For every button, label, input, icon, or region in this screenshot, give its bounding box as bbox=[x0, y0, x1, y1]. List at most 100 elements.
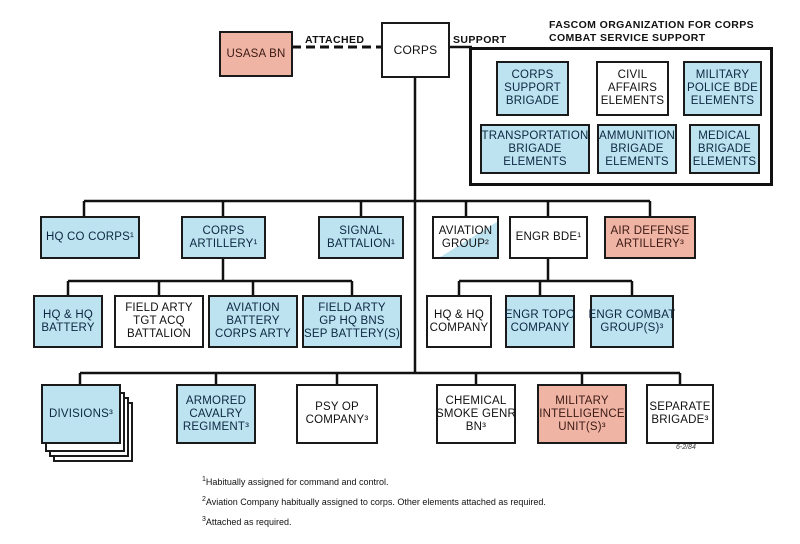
box-label-line: INTELLIGENCE bbox=[539, 407, 625, 420]
box-label-line: ARTILLERY¹ bbox=[189, 237, 258, 250]
box-label-line: ARMORED bbox=[185, 394, 247, 407]
hq-co-corps-box: HQ CO CORPS¹ bbox=[40, 216, 140, 259]
box-label-line: BATTALION bbox=[127, 328, 191, 340]
box-label-line: ELEMENTS bbox=[605, 155, 669, 168]
box-label-line: DIVISIONS³ bbox=[49, 407, 113, 420]
divisions-box: DIVISIONS³ bbox=[41, 384, 121, 444]
box-label-line: BRIGADE³ bbox=[651, 414, 709, 426]
engr-bde-box: ENGR BDE¹ bbox=[509, 216, 588, 259]
fascom-title-line-1: FASCOM ORGANIZATION FOR CORPS bbox=[549, 19, 755, 31]
box-label-line: GP HQ BNS bbox=[319, 315, 385, 327]
footnote-2: 2Aviation Company habitually assigned to… bbox=[202, 496, 546, 507]
box-label-line: TGT ACQ bbox=[133, 315, 185, 327]
box-label-line: SEP BATTERY(S) bbox=[303, 328, 401, 340]
box-label-line: CORPS bbox=[511, 69, 554, 81]
attached-label: ATTACHED bbox=[305, 34, 365, 46]
box-label-line: SUPPORT bbox=[504, 82, 561, 94]
box-label-line: ELEMENTS bbox=[503, 155, 567, 168]
fascom-group-frame bbox=[469, 47, 773, 186]
box-label-line: ENGR COMBAT bbox=[588, 308, 676, 321]
box-label-line: BRIGADE bbox=[610, 142, 664, 155]
footnote-1-text: Habitually assigned for command and cont… bbox=[205, 477, 389, 487]
box-label-line: FIELD ARTY bbox=[318, 302, 386, 314]
usasa-bn-box: USASA BN bbox=[219, 31, 293, 77]
box-label-line: COMPANY bbox=[510, 321, 570, 334]
box-label-line: ENGR BDE¹ bbox=[515, 231, 582, 243]
box-label-line: BATTALION¹ bbox=[326, 237, 396, 250]
box-label-line: ARTILLERY³ bbox=[615, 237, 685, 250]
box-label-line: COMPANY bbox=[429, 321, 489, 334]
box-label-line: SMOKE GENR bbox=[436, 407, 516, 420]
box-label-line: CORPS bbox=[393, 42, 438, 57]
fascom-title: FASCOM ORGANIZATION FOR CORPS COMBAT SER… bbox=[549, 19, 754, 45]
box-label-line: AMMUNITION bbox=[598, 129, 676, 142]
box-label-line: BN³ bbox=[465, 420, 487, 433]
box-label-line: UNIT(S)³ bbox=[558, 420, 606, 433]
box-label-line: COMPANY³ bbox=[305, 414, 369, 426]
box-label-line: BATTERY bbox=[41, 321, 95, 334]
fascom-title-line-2: COMBAT SERVICE SUPPORT bbox=[549, 32, 706, 44]
box-label-line: CAVALRY bbox=[189, 407, 243, 420]
box-label-line: AVIATION bbox=[438, 224, 493, 237]
box-label-line: ELEMENTS bbox=[690, 95, 755, 107]
box-label-line: USASA BN bbox=[226, 47, 286, 60]
box-label-line: ELEMENTS bbox=[692, 155, 757, 168]
box-label-line: HQ & HQ bbox=[43, 308, 93, 321]
footnote-2-text: Aviation Company habitually assigned to … bbox=[205, 497, 546, 507]
box-label-line: TRANSPORTATION bbox=[481, 129, 589, 142]
box-label-line: BRIGADE bbox=[505, 95, 560, 107]
box-label-line: FIELD ARTY bbox=[125, 302, 193, 314]
box-label-line: CIVIL bbox=[617, 69, 648, 81]
box-label-line: SEPARATE bbox=[649, 401, 711, 413]
box-label-line: BATTERY bbox=[226, 315, 280, 327]
support-label: SUPPORT bbox=[453, 34, 507, 46]
box-label-line: HQ CO CORPS¹ bbox=[45, 231, 134, 243]
footnote-1: 1Habitually assigned for command and con… bbox=[202, 476, 389, 487]
document-stamp: 6-2/84 bbox=[676, 444, 696, 451]
box-label-line: MILITARY bbox=[555, 394, 609, 407]
box-label-line: AIR DEFENSE bbox=[610, 224, 690, 237]
box-label-line: MILITARY bbox=[695, 69, 750, 81]
box-label-line: CHEMICAL bbox=[445, 394, 507, 407]
box-label-line: ENGR TOPO bbox=[504, 308, 576, 321]
box-label-line: AVIATION bbox=[226, 302, 280, 314]
box-label-line: PSY OP bbox=[315, 401, 359, 413]
box-label-line: ELEMENTS bbox=[600, 95, 665, 107]
box-label-line: HQ & HQ bbox=[434, 308, 484, 321]
box-label-line: GROUP(S)³ bbox=[600, 321, 664, 334]
box-label-line: POLICE BDE bbox=[686, 82, 759, 94]
box-label-line: GROUP² bbox=[441, 237, 490, 250]
box-label-line: REGIMENT³ bbox=[182, 420, 250, 433]
box-label-line: MEDICAL bbox=[698, 129, 751, 142]
corps-box: CORPS bbox=[381, 22, 450, 78]
box-label-line: BRIGADE bbox=[508, 142, 562, 155]
box-label-line: CORPS bbox=[202, 224, 245, 237]
box-label-line: CORPS ARTY bbox=[215, 328, 291, 340]
footnote-3: 3Attached as required. bbox=[202, 516, 292, 527]
box-label-line: BRIGADE bbox=[697, 142, 752, 155]
footnote-3-text: Attached as required. bbox=[205, 517, 292, 527]
